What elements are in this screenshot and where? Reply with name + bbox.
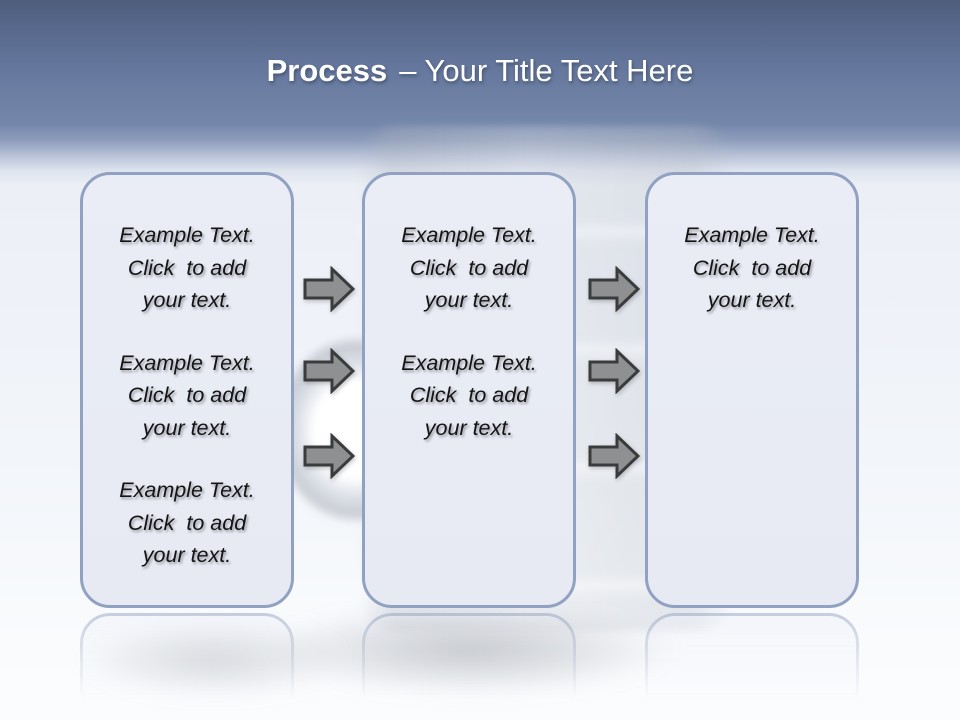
process-box-3[interactable]: Example Text. Click to add your text.: [645, 172, 859, 608]
title-placeholder-text: – Your Title Text Here: [399, 53, 694, 88]
right-arrow-icon: [303, 433, 355, 479]
process-box-2[interactable]: Example Text. Click to add your text. Ex…: [362, 172, 576, 608]
slide-header: Process – Your Title Text Here: [0, 0, 960, 130]
right-arrow-icon: [588, 348, 640, 394]
text-placeholder[interactable]: Example Text. Click to add your text.: [401, 350, 537, 440]
right-arrow-icon: [303, 266, 355, 312]
text-placeholder[interactable]: Example Text. Click to add your text.: [119, 223, 255, 312]
text-placeholder[interactable]: Example Text. Click to add your text.: [684, 223, 820, 312]
box-reflection: [362, 613, 576, 719]
title-keyword: Process: [266, 53, 388, 88]
right-arrow-icon: [588, 266, 640, 312]
right-arrow-icon: [303, 348, 355, 394]
text-placeholder[interactable]: Example Text. Click to add your text.: [401, 223, 537, 312]
text-placeholder[interactable]: Example Text. Click to add your text.: [119, 350, 255, 440]
page-title[interactable]: Process – Your Title Text Here: [267, 53, 694, 89]
right-arrow-icon: [588, 433, 640, 479]
box-reflection: [80, 613, 294, 719]
text-placeholder[interactable]: Example Text. Click to add your text.: [119, 478, 255, 567]
background-floor-shadow: [205, 592, 735, 707]
box-reflection: [645, 613, 859, 719]
process-box-1[interactable]: Example Text. Click to add your text. Ex…: [80, 172, 294, 608]
background-floor-shadow: [45, 612, 385, 707]
